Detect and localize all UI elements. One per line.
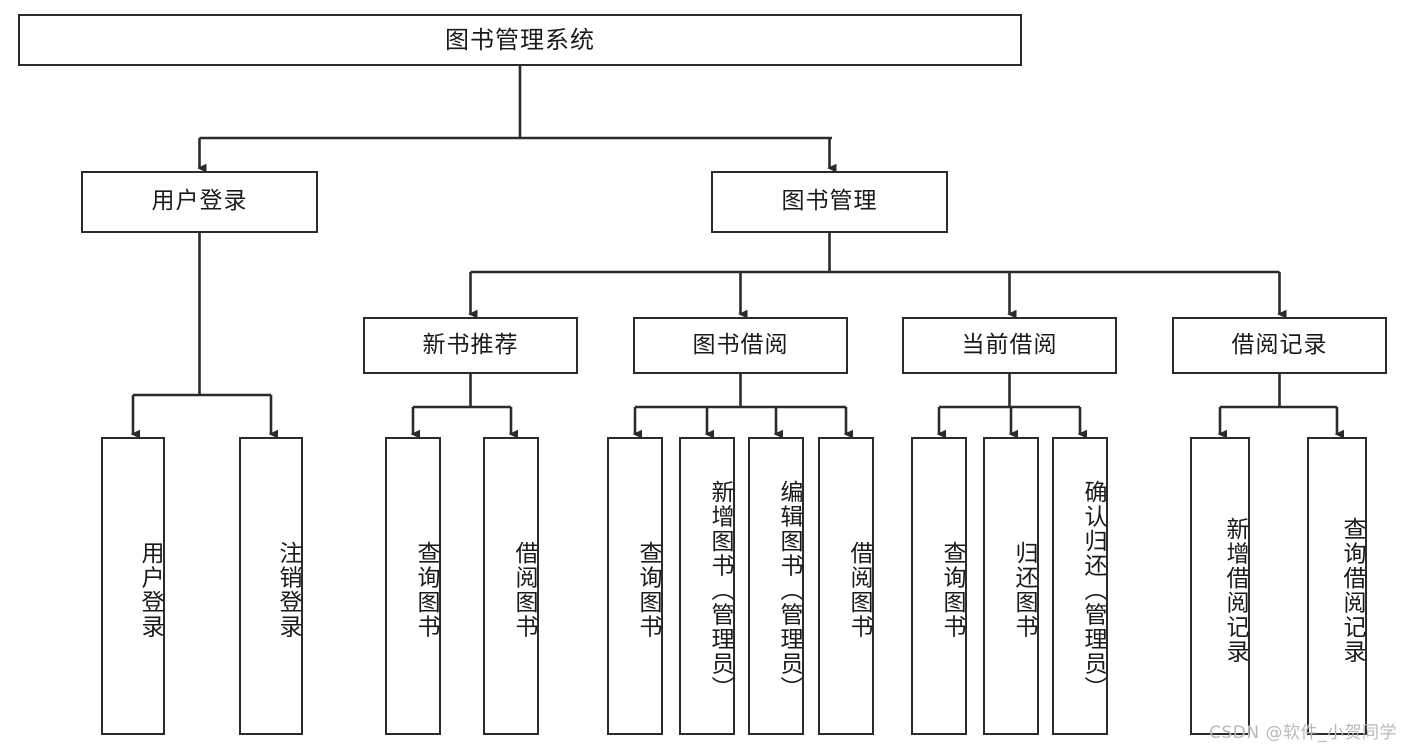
node-leaf-user-login[interactable]: 用户登录 — [101, 437, 165, 735]
node-leaf-add-borrow-record[interactable]: 新增借阅记录 — [1190, 437, 1250, 735]
node-label: 查询图书 — [635, 541, 661, 639]
node-label: 新书推荐 — [422, 331, 519, 358]
node-leaf-borrow-books[interactable]: 借阅图书 — [818, 437, 874, 735]
node-root-system[interactable]: 图书管理系统 — [18, 14, 1022, 66]
node-label: 当前借阅 — [961, 331, 1058, 358]
node-leaf-logout[interactable]: 注销登录 — [239, 437, 303, 735]
node-label: 新增借阅记录 — [1222, 516, 1248, 664]
node-leaf-query-books-current[interactable]: 查询图书 — [911, 437, 967, 735]
node-label: 查询图书 — [939, 541, 965, 639]
node-label: 查询借阅记录 — [1339, 516, 1365, 664]
node-borrow-record[interactable]: 借阅记录 — [1172, 317, 1387, 374]
watermark: CSDN @软件_小贺同学 — [1209, 723, 1397, 743]
node-label: 归还图书 — [1011, 541, 1037, 639]
node-label: 图书借阅 — [692, 331, 789, 358]
node-label: 编辑图书（管理员） — [776, 479, 802, 701]
node-current-borrow[interactable]: 当前借阅 — [902, 317, 1117, 374]
node-leaf-add-book-admin[interactable]: 新增图书（管理员） — [679, 437, 735, 735]
node-label: 借阅图书 — [846, 541, 872, 639]
node-label: 借阅图书 — [511, 541, 537, 639]
node-label: 注销登录 — [275, 541, 301, 639]
node-label: 图书管理 — [781, 188, 878, 215]
node-user-login[interactable]: 用户登录 — [81, 171, 318, 233]
node-leaf-edit-book-admin[interactable]: 编辑图书（管理员） — [748, 437, 804, 735]
node-label: 新增图书（管理员） — [707, 479, 733, 701]
node-leaf-query-borrow-record[interactable]: 查询借阅记录 — [1307, 437, 1367, 735]
node-leaf-query-books-borrow[interactable]: 查询图书 — [607, 437, 663, 735]
node-label: 查询图书 — [413, 541, 439, 639]
node-new-book-recommend[interactable]: 新书推荐 — [363, 317, 578, 374]
node-label: 确认归还（管理员） — [1080, 479, 1106, 701]
node-label: 借阅记录 — [1231, 331, 1328, 358]
node-label: 用户登录 — [151, 188, 248, 215]
node-book-management[interactable]: 图书管理 — [711, 171, 948, 233]
node-leaf-borrow-books-recommend[interactable]: 借阅图书 — [483, 437, 539, 735]
node-leaf-query-books-recommend[interactable]: 查询图书 — [385, 437, 441, 735]
node-label: 图书管理系统 — [445, 25, 595, 54]
node-leaf-confirm-return-admin[interactable]: 确认归还（管理员） — [1052, 437, 1108, 735]
node-book-borrow[interactable]: 图书借阅 — [633, 317, 848, 374]
node-label: 用户登录 — [137, 541, 163, 639]
node-leaf-return-books[interactable]: 归还图书 — [983, 437, 1039, 735]
